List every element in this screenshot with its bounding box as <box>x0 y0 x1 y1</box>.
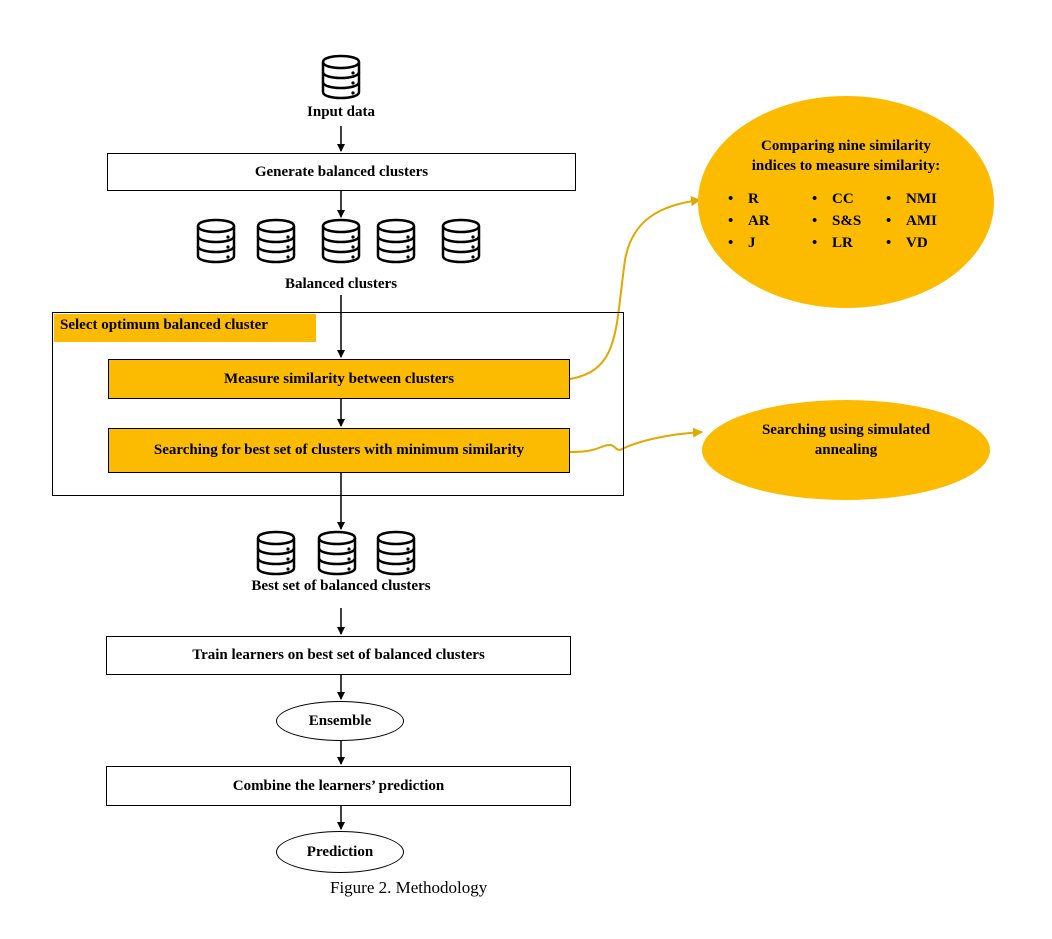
similarity-index-item: LR <box>812 232 902 254</box>
annealing-bubble-line-2: annealing <box>814 442 878 458</box>
combine-predictions-step: Combine the learners’ prediction <box>106 766 571 806</box>
similarity-index-item: R <box>728 188 818 210</box>
simulated-annealing-bubble: Searching using simulated annealing <box>702 400 990 500</box>
train-learners-step: Train learners on best set of balanced c… <box>106 636 571 675</box>
similarity-index-item: VD <box>886 232 976 254</box>
database-icon <box>376 530 416 576</box>
ensemble-node: Ensemble <box>276 701 404 741</box>
similarity-index-item: S&S <box>812 210 902 232</box>
similarity-index-item: AR <box>728 210 818 232</box>
database-icon <box>376 218 416 264</box>
search-clusters-step: Searching for best set of clusters with … <box>108 428 570 473</box>
database-icon <box>196 218 236 264</box>
similarity-bubble-title-1: Comparing nine similarity <box>760 138 931 154</box>
measure-similarity-step: Measure similarity between clusters <box>108 359 570 399</box>
database-icon <box>321 218 361 264</box>
similarity-index-item: CC <box>812 188 902 210</box>
generate-clusters-step: Generate balanced clusters <box>107 153 576 191</box>
similarity-index-item: J <box>728 232 818 254</box>
database-icon <box>441 218 481 264</box>
select-optimum-tag: Select optimum balanced cluster <box>54 314 316 342</box>
database-icon <box>256 530 296 576</box>
best-set-label: Best set of balanced clusters <box>251 578 431 594</box>
similarity-bubble-title-2: indices to measure similarity: <box>751 158 941 174</box>
database-icon <box>317 530 357 576</box>
database-icon <box>256 218 296 264</box>
select-optimum-frame <box>52 312 624 496</box>
similarity-indices-bubble: Comparing nine similarity indices to mea… <box>698 96 994 308</box>
balanced-clusters-label: Balanced clusters <box>284 276 398 292</box>
prediction-node: Prediction <box>276 831 404 873</box>
similarity-index-item: AMI <box>886 210 976 232</box>
annealing-bubble-line-1: Searching using simulated <box>761 422 931 438</box>
input-data-label: Input data <box>307 104 375 120</box>
similarity-index-item: NMI <box>886 188 976 210</box>
figure-caption: Figure 2. Methodology <box>330 878 488 897</box>
database-icon <box>321 54 361 100</box>
